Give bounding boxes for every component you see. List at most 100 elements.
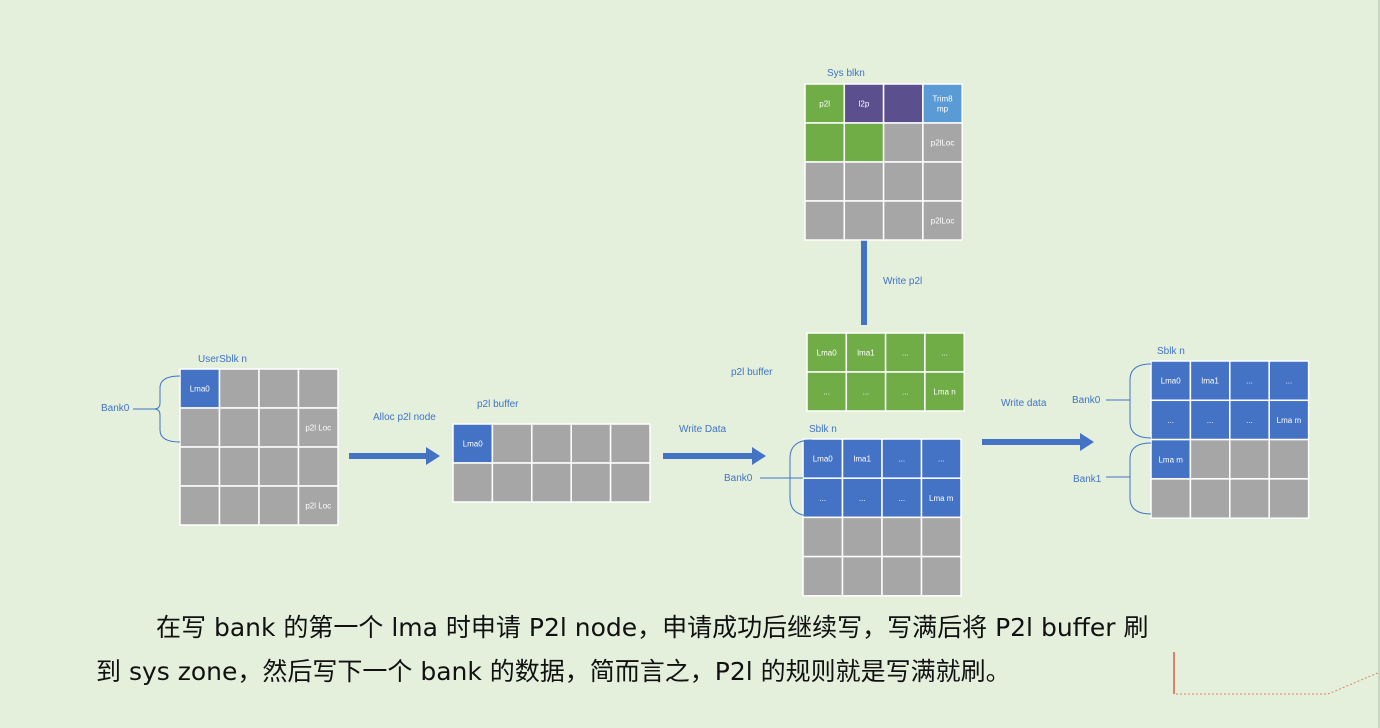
p2l-buffer-cell xyxy=(570,462,612,503)
sblk-mid-cell xyxy=(920,516,962,558)
sys-grid-cell xyxy=(922,122,963,163)
user-grid-cell xyxy=(179,446,221,487)
arrow-write-data-shaft xyxy=(663,453,754,459)
p2l-buffer-cell xyxy=(609,423,651,464)
bank0-left-label: Bank0 xyxy=(101,403,130,414)
sys-grid-cell xyxy=(882,161,924,202)
sblk-right-cell xyxy=(1150,478,1192,519)
sblk-right-cell-label: Lma m xyxy=(1158,455,1183,464)
p2l-buffer-cell xyxy=(452,462,494,503)
sys-grid-cell xyxy=(922,161,963,202)
sys-grid-cell-label: Trim8 xyxy=(932,95,953,104)
user-grid-cell xyxy=(258,407,300,448)
comment-connector-line xyxy=(1176,671,1380,695)
sysblk-title: Sys blkn xyxy=(827,68,865,79)
bank1-right-brace xyxy=(1106,442,1152,515)
sblk-mid-cell xyxy=(881,516,923,558)
user-grid-cell xyxy=(218,485,260,526)
user-grid-cell xyxy=(179,485,221,526)
sblk-right-cell xyxy=(1229,478,1270,519)
green-buffer-cell-label: Lma0 xyxy=(817,349,838,358)
sys-grid-cell xyxy=(804,83,846,124)
p2l-buffer-cell-label: Lma0 xyxy=(463,440,484,449)
sys-grid-cell xyxy=(843,200,885,241)
description-paragraph: 在写 bank 的第一个 lma 时申请 P2l node，申请成功后继续写，写… xyxy=(96,606,1326,694)
user-grid-cell xyxy=(297,446,339,487)
arrow-write-p2l-shaft xyxy=(861,174,867,325)
user-grid-cell-label: p2l Loc xyxy=(305,502,331,511)
green-buffer-cell-label: ... xyxy=(902,388,909,397)
green-buffer-cell-label: ... xyxy=(823,388,830,397)
write-data-label: Write Data xyxy=(679,424,726,435)
sys-grid-cell xyxy=(922,200,963,241)
sys-grid-cell-label: p2lLoc xyxy=(931,217,955,226)
sblk-right-cell-label: ... xyxy=(1286,377,1293,386)
bank0-mid-brace xyxy=(789,439,813,517)
sblk-right-cell-label: ... xyxy=(1246,377,1253,386)
sblk-mid-cell xyxy=(841,477,883,519)
sblk-mid-cell xyxy=(881,477,923,519)
sblk-mid-cell-label: lma1 xyxy=(854,455,872,464)
bank1-right-label: Bank1 xyxy=(1073,474,1102,485)
sys-grid-cell xyxy=(882,122,924,163)
user-grid-cell xyxy=(297,485,339,526)
sblk-right-cell-label: ... xyxy=(1246,416,1253,425)
user-grid-cell-label: p2l Loc xyxy=(305,424,331,433)
user-grid-cell xyxy=(218,446,260,487)
p2l-buffer-cell xyxy=(531,423,572,464)
arrow-write-data-head xyxy=(752,447,766,465)
green-buffer-cell-label: ... xyxy=(941,349,948,358)
sblk-right-cell xyxy=(1268,438,1310,480)
sblk-mid-title: Sblk n xyxy=(809,424,837,435)
sblk-mid-cell-label: ... xyxy=(898,455,905,464)
sblk-right-cell xyxy=(1189,438,1231,480)
sblk-mid-cell xyxy=(802,555,844,597)
sys-grid-cell xyxy=(804,161,846,202)
sys-grid-cell xyxy=(804,122,846,163)
sblk-mid-cell xyxy=(920,438,962,479)
sblk-right-cell xyxy=(1229,438,1270,480)
sblk-mid-cell xyxy=(881,438,923,479)
sblk-mid-cell-label: ... xyxy=(859,494,866,503)
p2l-buffer-cell xyxy=(491,462,533,503)
sblk-mid-cell xyxy=(881,555,923,597)
green-buffer-cell-label: lma1 xyxy=(857,349,875,358)
green-buffer-cell xyxy=(884,332,926,373)
sblk-right-cell-label: Lma0 xyxy=(1161,377,1182,386)
user-grid-cell xyxy=(218,368,260,409)
sblk-mid-cell-label: Lma0 xyxy=(813,455,834,464)
sblk-right-cell xyxy=(1268,478,1310,519)
p2l-buffer-title: p2l buffer xyxy=(477,399,519,410)
sblk-right-cell xyxy=(1268,360,1310,402)
sblk-mid-cell-label: ... xyxy=(938,455,945,464)
bank0-right-label: Bank0 xyxy=(1072,395,1101,406)
sblk-right-cell xyxy=(1150,438,1192,480)
arrow-alloc-shaft xyxy=(349,453,428,459)
sblk-right-cell xyxy=(1189,478,1231,519)
user-grid-cell xyxy=(297,407,339,448)
sblk-right-cell xyxy=(1189,360,1231,402)
sys-grid-cell xyxy=(843,83,885,124)
sblk-mid-cell xyxy=(841,555,883,597)
sblk-right-cell-label: ... xyxy=(1167,416,1174,425)
user-grid-cell xyxy=(258,368,300,409)
green-buffer-title: p2l buffer xyxy=(731,367,773,378)
sys-grid-cell xyxy=(843,122,885,163)
p2l-buffer-cell xyxy=(531,462,572,503)
sblk-mid-cell-label: ... xyxy=(819,494,826,503)
write-data-2-label: Write data xyxy=(1001,398,1047,409)
sblk-right-cell-label: ... xyxy=(1207,416,1214,425)
sys-grid-cell-label: l2p xyxy=(859,100,870,109)
arrow-alloc-head xyxy=(426,447,440,465)
page-edge xyxy=(1378,0,1380,728)
sys-grid-cell xyxy=(882,200,924,241)
sblk-mid-cell xyxy=(841,516,883,558)
sblk-mid-cell xyxy=(802,516,844,558)
user-grid-cell xyxy=(179,407,221,448)
user-grid-cell xyxy=(218,407,260,448)
sys-grid-cell-label: mp xyxy=(937,105,949,114)
arrow-write-data-2-shaft xyxy=(982,439,1082,445)
sblk-mid-cell-label: ... xyxy=(898,494,905,503)
user-grid-cell xyxy=(297,368,339,409)
